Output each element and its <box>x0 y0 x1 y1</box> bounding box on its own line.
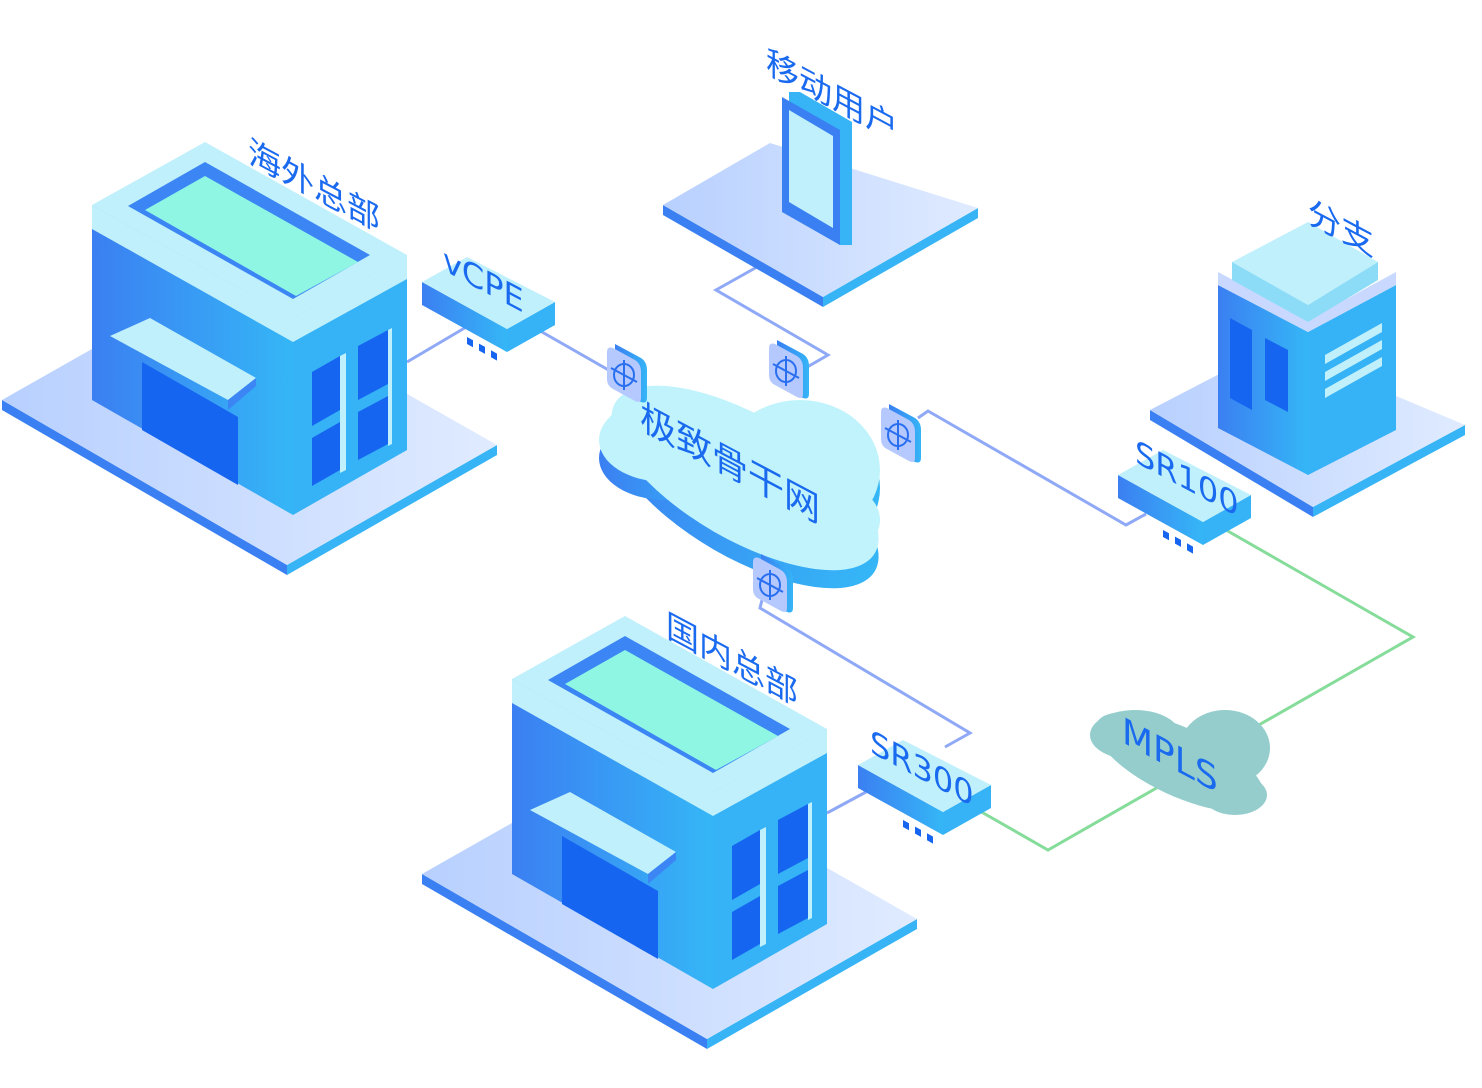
backbone-node[interactable] <box>607 344 647 403</box>
link-mpls-sr100 <box>1225 528 1417 732</box>
link-overseas-vcpe <box>406 324 469 364</box>
link-sr300-mpls <box>977 784 1161 852</box>
link-backbone-sr100 <box>917 409 1147 527</box>
mobile-users-platform[interactable] <box>663 92 978 307</box>
backbone-node[interactable] <box>880 403 922 464</box>
backbone-node[interactable] <box>768 339 810 400</box>
link-sr300-domestic <box>826 790 867 815</box>
link-backbone-sr300 <box>758 599 973 749</box>
branch-building[interactable] <box>1150 222 1465 517</box>
link-vcpe-backbone <box>534 326 613 374</box>
overseas-hq-building[interactable] <box>2 142 497 575</box>
backbone-cloud[interactable] <box>584 349 906 624</box>
domestic-hq-building[interactable] <box>422 616 917 1049</box>
vcpe-device[interactable] <box>422 257 555 361</box>
mpls-links <box>977 528 1417 852</box>
crosshair-icon <box>610 360 638 390</box>
link-mobile-backbone <box>712 265 831 372</box>
backbone-links <box>406 265 1147 815</box>
phone-icon <box>782 92 852 245</box>
mpls-cloud[interactable] <box>1082 692 1277 831</box>
